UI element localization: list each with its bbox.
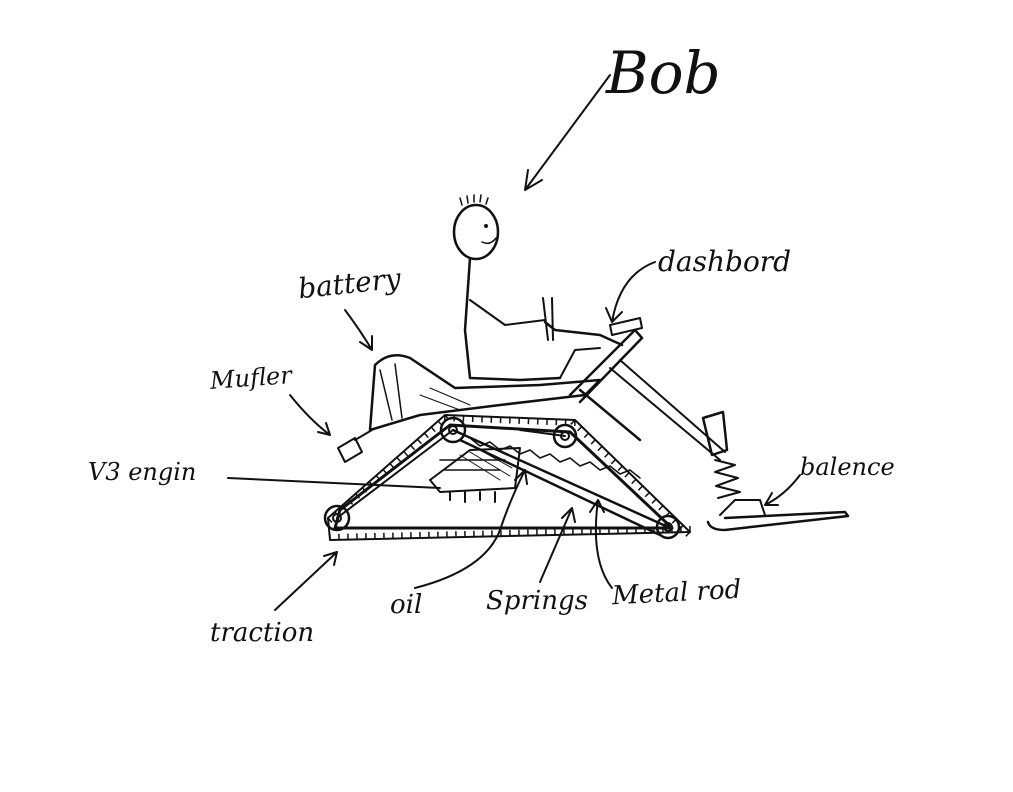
tread-tick (590, 439, 596, 445)
label-arrows (227, 74, 801, 611)
front-frame (542, 297, 726, 461)
engine-arrow (227, 477, 441, 489)
tread-tick (631, 478, 637, 485)
tread-tick (348, 499, 354, 505)
balance-label: balence (800, 453, 895, 481)
traction-label: traction (210, 618, 315, 648)
tread-tick (327, 517, 333, 523)
engine-block (429, 447, 521, 503)
engine-label: V3 engin (88, 458, 197, 486)
balance-arrow (764, 474, 801, 506)
springs-label: Springs (486, 586, 588, 616)
suspension-rods (336, 428, 670, 537)
tread-tick (410, 444, 416, 451)
oil-arrow (414, 469, 528, 589)
tread-tick (403, 450, 409, 457)
tread-tick (354, 493, 361, 499)
tread-tick (685, 531, 691, 537)
tread-tick (382, 469, 388, 475)
tread-tick (624, 472, 630, 478)
tread-tick (617, 465, 623, 471)
tread-tick (396, 456, 402, 463)
rider-label: Bob (606, 39, 721, 107)
tread-tick (361, 487, 367, 493)
tread-tick (389, 462, 395, 469)
tread-tick (430, 426, 436, 433)
dashboard-arrow (605, 261, 656, 323)
dashboard-label: dashbord (658, 245, 792, 278)
tread-tick (651, 498, 657, 504)
track-treads (327, 414, 691, 541)
muffler-arrow (289, 394, 331, 436)
rider-figure (452, 194, 601, 382)
tread-tick (423, 432, 429, 439)
battery-arrow (344, 309, 373, 351)
tread-tick (610, 459, 617, 465)
tread-tick (604, 452, 610, 458)
track (327, 414, 691, 541)
springs-arrow (539, 507, 576, 583)
tread-tick (416, 438, 422, 445)
tread-tick (375, 475, 381, 481)
tread-tick (597, 445, 603, 452)
track-wheels (323, 416, 681, 540)
tread-tick (658, 505, 664, 511)
front-ski (701, 410, 850, 532)
metal-rod-label: Metal rod (611, 574, 742, 612)
muffler-label: Mufler (209, 361, 293, 395)
tread-tick (570, 419, 576, 425)
tread-tick (583, 432, 590, 438)
tread-tick (577, 426, 583, 432)
bob-arrow (524, 74, 611, 191)
metal-rod-arrow (589, 499, 613, 589)
tread-tick (644, 491, 650, 498)
tread-tick (637, 485, 644, 491)
muffler (337, 429, 373, 463)
oil-label: oil (390, 590, 423, 620)
traction-arrow (274, 551, 338, 611)
